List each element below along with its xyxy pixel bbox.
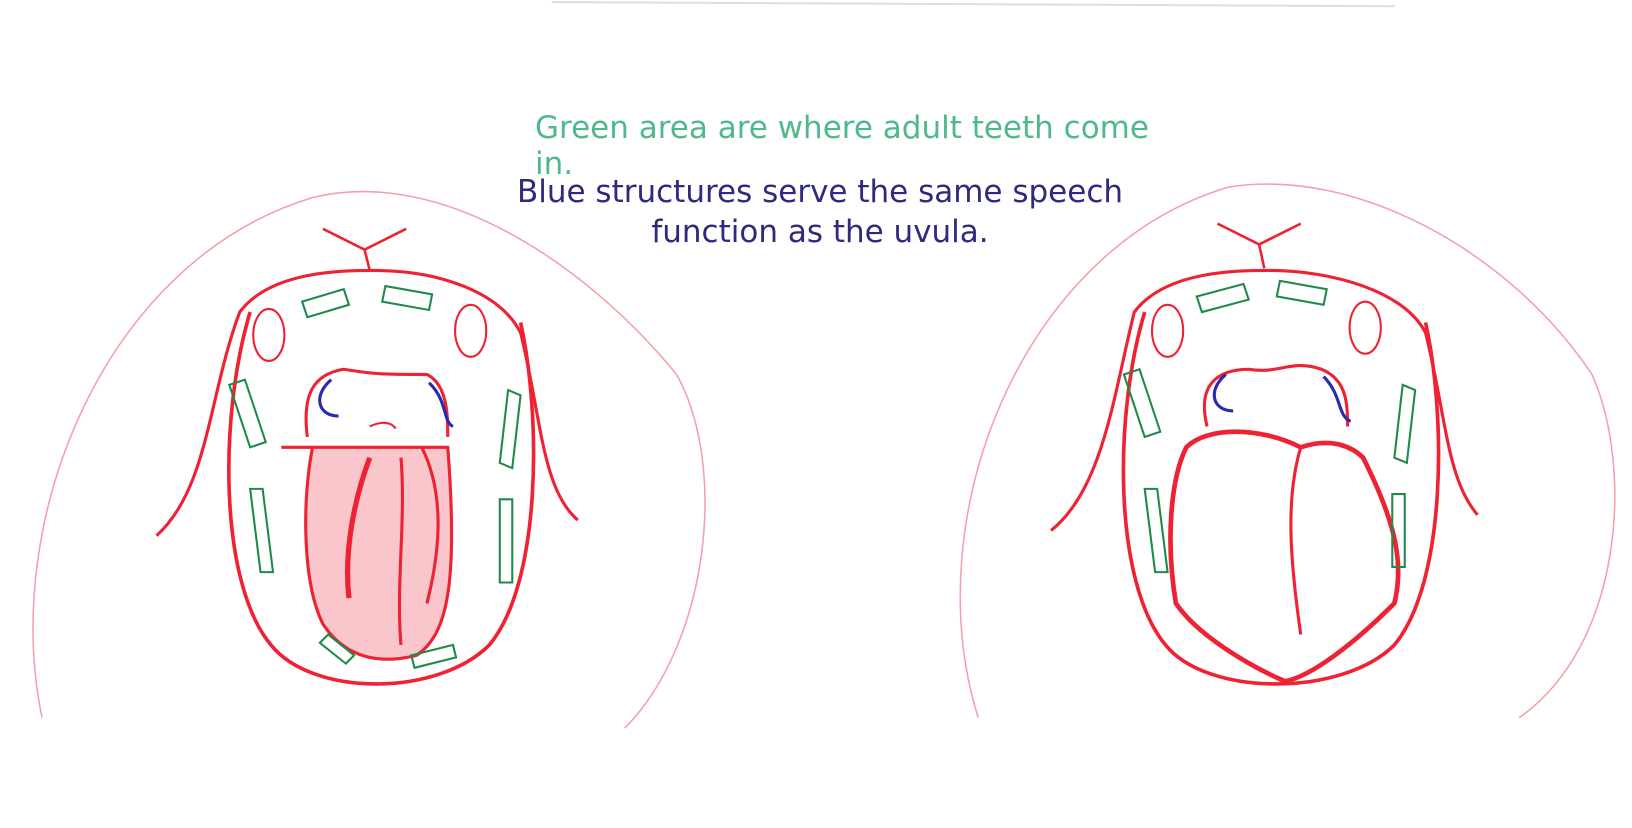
green-area-note: Green area are where adult teeth come in… xyxy=(535,110,1149,182)
blue-note-line-2: function as the uvula. xyxy=(651,214,989,250)
blue-note-line-1: Blue structures serve the same speech xyxy=(516,174,1124,210)
right-mouth-sketch xyxy=(959,183,1616,719)
left-mouth-sketch xyxy=(32,190,706,729)
blue-structures-note: Blue structures serve the same speech fu… xyxy=(500,172,1140,252)
